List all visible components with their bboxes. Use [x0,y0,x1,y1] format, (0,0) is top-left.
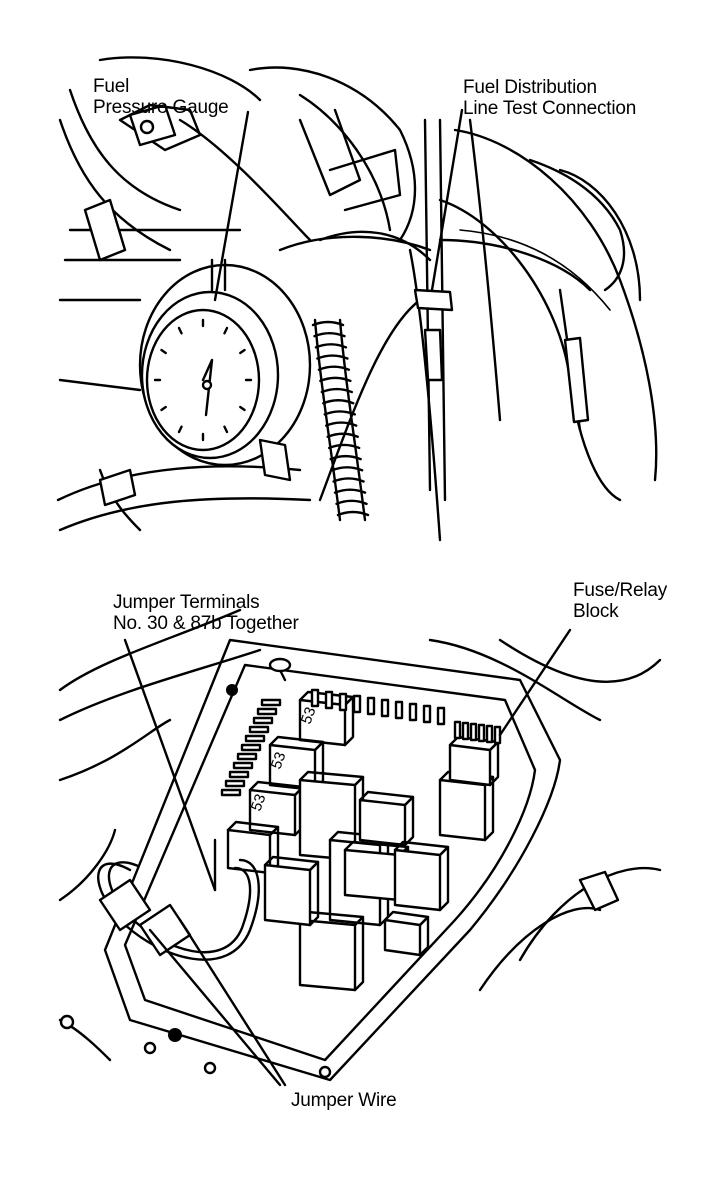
hose-rib [329,454,362,461]
fuse-block-label-line1: Fuse/Relay [573,580,668,601]
fuse [224,779,246,788]
fuse [408,702,418,722]
fuse [485,724,494,744]
gauge-tick [239,405,246,412]
gauge-leader-line [213,110,250,302]
vehicle-body-outline [58,608,662,1062]
hose-rib [311,320,345,327]
relay-marking: 53 [268,750,290,771]
fuel-pressure-gauge [138,258,312,467]
fuse [260,698,282,707]
hose-rib [335,499,368,506]
hose-rib [313,331,346,338]
relay-marking: 53 [248,792,270,813]
hose-rib [322,399,355,405]
jumper-wire [97,838,260,961]
hose-rib [327,443,361,450]
fuse [232,761,254,770]
hose-rib [325,421,358,427]
engine-outline [56,56,417,532]
relay-side-edge [438,845,450,912]
relay [298,918,357,992]
hose-rib [317,365,351,371]
fuse [240,743,262,752]
relay-side-edge [483,775,495,842]
relay-side-edge [403,795,415,847]
relay-side-edge [308,860,320,927]
relay-marking: 53 [298,705,320,726]
gauge-label-line2: Pressure Gauge [93,97,229,118]
fuse [228,770,250,779]
fuse [310,688,320,708]
fuse [220,788,242,797]
fuse [453,720,462,740]
fuse [244,734,266,743]
fuse [422,704,432,724]
relay [358,798,407,847]
hose-rib [320,387,354,394]
relay [383,918,422,957]
jumper-wire-leader-line-left [148,928,282,1087]
jumper-terminals-label-line2: No. 30 & 87b Together [113,613,299,634]
fuse [469,722,478,742]
relay [438,778,487,842]
fuse-relay-block-housing [103,638,562,1082]
relay [343,848,402,902]
jumper-wire-label: Jumper Wire [291,1090,397,1111]
fuse [252,716,274,725]
test-connection-label-line2: Line Test Connection [463,98,637,119]
fuse [236,752,258,761]
test-connection-label-line1: Fuel Distribution [463,77,597,98]
hose-rib [330,466,364,472]
fuse [436,706,446,726]
jumper-wire-leader-line-right [178,918,287,1087]
fuse [338,692,348,712]
relay-side-edge [353,915,365,992]
gauge-tick [223,425,229,434]
corrugated-hose [311,318,370,522]
relay-side-edge [418,915,430,957]
gauge-tick [223,326,229,335]
gauge-tick [160,405,167,412]
hose-rib [314,343,348,349]
jumper-terminals-leader-line [123,638,217,892]
fuse [256,707,278,716]
fuel-lines [278,118,611,542]
fuse [352,694,362,714]
fuse [477,723,486,743]
relay-side-edge [488,740,500,787]
gauge-label-line1: Fuel [93,76,130,97]
hose-rib [319,376,352,383]
hose-rib [326,432,359,438]
fuse [324,690,334,710]
relay [393,848,442,912]
fuse-block-label-line2: Block [573,601,619,622]
test-connection-leader-line [430,108,464,292]
hose-rib [323,410,356,416]
hose-rib [333,488,367,494]
fuse [394,700,404,720]
relay [263,863,312,927]
fuse [248,725,270,734]
relay-side-edge [343,695,355,747]
gauge-tick [239,348,246,355]
mounting-screws [59,684,332,1079]
hose-rib [336,510,370,517]
fuse [380,698,390,718]
fuse [461,721,470,741]
hose-rib [332,477,365,483]
jumper-terminals-label-line1: Jumper Terminals [113,592,260,613]
gauge-tick [177,425,183,434]
hose-rib [316,354,349,360]
test-connection-fitting [413,288,454,382]
gauge-tick [177,326,183,335]
fuse-block-leader-line [498,628,572,737]
relays: 53 53 53 [220,688,502,992]
gauge-tick [160,348,167,355]
fuse [366,696,376,716]
relay [226,828,272,875]
relay [448,743,492,787]
